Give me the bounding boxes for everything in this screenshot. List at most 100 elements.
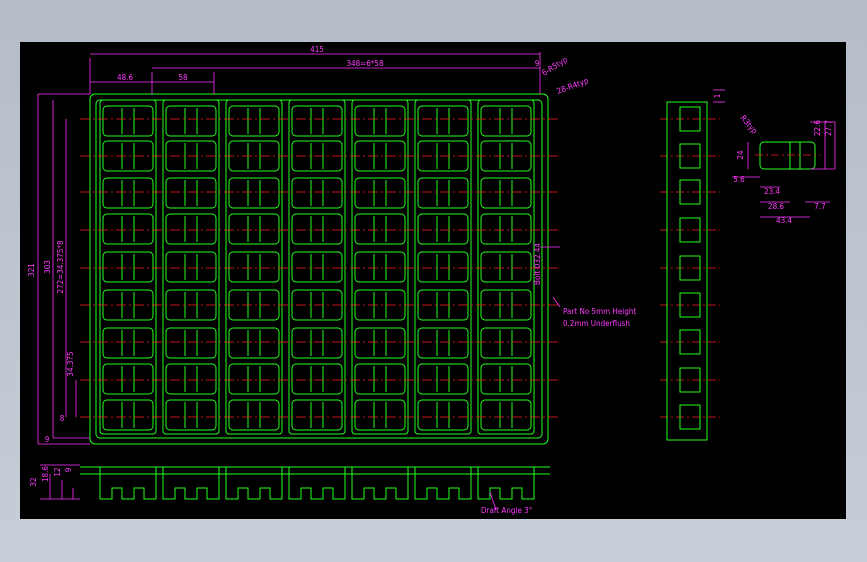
pocket-cell [480, 363, 532, 395]
pocket-column [99, 99, 157, 435]
pocket-cell [102, 140, 154, 172]
dim-pitch: 58 [178, 73, 188, 82]
pocket-cell [228, 289, 280, 321]
pocket-column [414, 99, 472, 435]
pocket-cell [291, 177, 343, 209]
pocket-cell [228, 251, 280, 283]
side-view-slot [679, 179, 701, 205]
pocket-cell [228, 363, 280, 395]
pocket-cell [354, 399, 406, 431]
pocket-cell [417, 327, 469, 359]
pocket-column [477, 99, 535, 435]
dim-thickness-total: 32 [29, 477, 38, 486]
profile-pocket [225, 467, 283, 500]
pocket-cell [165, 399, 217, 431]
part-note-line1: Part No 5mm Height [563, 307, 636, 316]
dim-overall-height: 321 [27, 263, 36, 277]
pocket-cell [165, 363, 217, 395]
pocket-cell [228, 140, 280, 172]
side-view-slot [679, 143, 701, 169]
pocket-cell [291, 251, 343, 283]
pocket-cell [102, 399, 154, 431]
pocket-cell [102, 213, 154, 245]
pocket-cell [354, 177, 406, 209]
pocket-cell [291, 327, 343, 359]
pocket-cell [354, 327, 406, 359]
dim-overall-width: 415 [310, 45, 324, 54]
pocket-cell [480, 213, 532, 245]
profile-pocket [162, 467, 220, 500]
dim-thickness-d2: 12 [53, 467, 62, 476]
dim-detail-w2: 27.7 [824, 120, 833, 136]
dim-detail-d5: 43.4 [776, 216, 792, 225]
dim-chamfer: 6-R5typ [540, 55, 569, 78]
pocket-cell [480, 140, 532, 172]
pocket-cell [228, 327, 280, 359]
pocket-cell [102, 177, 154, 209]
pocket-column [288, 99, 346, 435]
pocket-cell [480, 289, 532, 321]
pocket-cell [417, 105, 469, 137]
pocket-cell [417, 177, 469, 209]
pocket-column [225, 99, 283, 435]
pocket-cell [165, 177, 217, 209]
side-view-slot [679, 106, 701, 132]
pocket-cell [291, 105, 343, 137]
dim-corner-radius: 28-R4typ [556, 76, 590, 96]
pocket-cell [291, 213, 343, 245]
dim-detail-d1: 5.6 [733, 175, 745, 184]
part-note-line2: 0.2mm Underflush [563, 319, 630, 328]
side-view-slot [679, 217, 701, 243]
pocket-cell [291, 399, 343, 431]
pocket-cell [165, 251, 217, 283]
dimension-line [552, 296, 561, 308]
side-view-slot [679, 404, 701, 430]
side-view-outline [666, 101, 708, 441]
dim-inner-height: 303 [43, 260, 52, 274]
pocket-cell [480, 105, 532, 137]
pocket-cell [480, 327, 532, 359]
pocket-cell [102, 363, 154, 395]
dim-detail-d2: 23.4 [764, 187, 780, 196]
dim-detail-d3: 28.6 [768, 202, 784, 211]
pocket-cell [354, 213, 406, 245]
profile-pocket [288, 467, 346, 500]
pocket-cell [354, 289, 406, 321]
pocket-cell [417, 251, 469, 283]
side-view-slot [679, 292, 701, 318]
dim-detail-radius: R3typ [738, 114, 759, 136]
pocket-cell [228, 177, 280, 209]
pocket-cell [480, 399, 532, 431]
dim-detail-w1: 22.6 [813, 120, 822, 136]
detail-part [759, 141, 816, 170]
pocket-cell [417, 363, 469, 395]
pocket-cell [102, 289, 154, 321]
pocket-cell [228, 213, 280, 245]
pocket-cell [417, 213, 469, 245]
dim-side-top-offset: 1 [713, 94, 722, 99]
pocket-cell [480, 251, 532, 283]
pocket-cell [354, 105, 406, 137]
profile-pocket [99, 467, 157, 500]
side-view-slot [679, 367, 701, 393]
tray-outline [89, 93, 549, 445]
pocket-cell [165, 213, 217, 245]
dim-edge-offset: 48.6 [117, 73, 133, 82]
pocket-cell [354, 363, 406, 395]
dim-thickness-d3: 9 [64, 467, 73, 472]
pocket-cell [480, 177, 532, 209]
dim-detail-h1: 24 [736, 150, 745, 160]
pocket-cell [102, 327, 154, 359]
pocket-cell [354, 140, 406, 172]
dim-row-span: 272=34.375*8 [56, 240, 65, 294]
dim-row-pitch: 34.375 [66, 351, 75, 376]
pocket-cell [291, 363, 343, 395]
vertical-label: Bolt-032.44 [533, 243, 542, 285]
dim-bottom-margin-1: 9 [45, 435, 50, 444]
dimension-line [489, 491, 497, 511]
dim-detail-d4: 7.7 [814, 202, 825, 211]
side-view-slot [679, 329, 701, 355]
side-view-slot [679, 255, 701, 281]
draft-angle-note: Draft Angle 3° [481, 506, 532, 515]
dim-thickness-d1: 18.6 [41, 466, 50, 482]
